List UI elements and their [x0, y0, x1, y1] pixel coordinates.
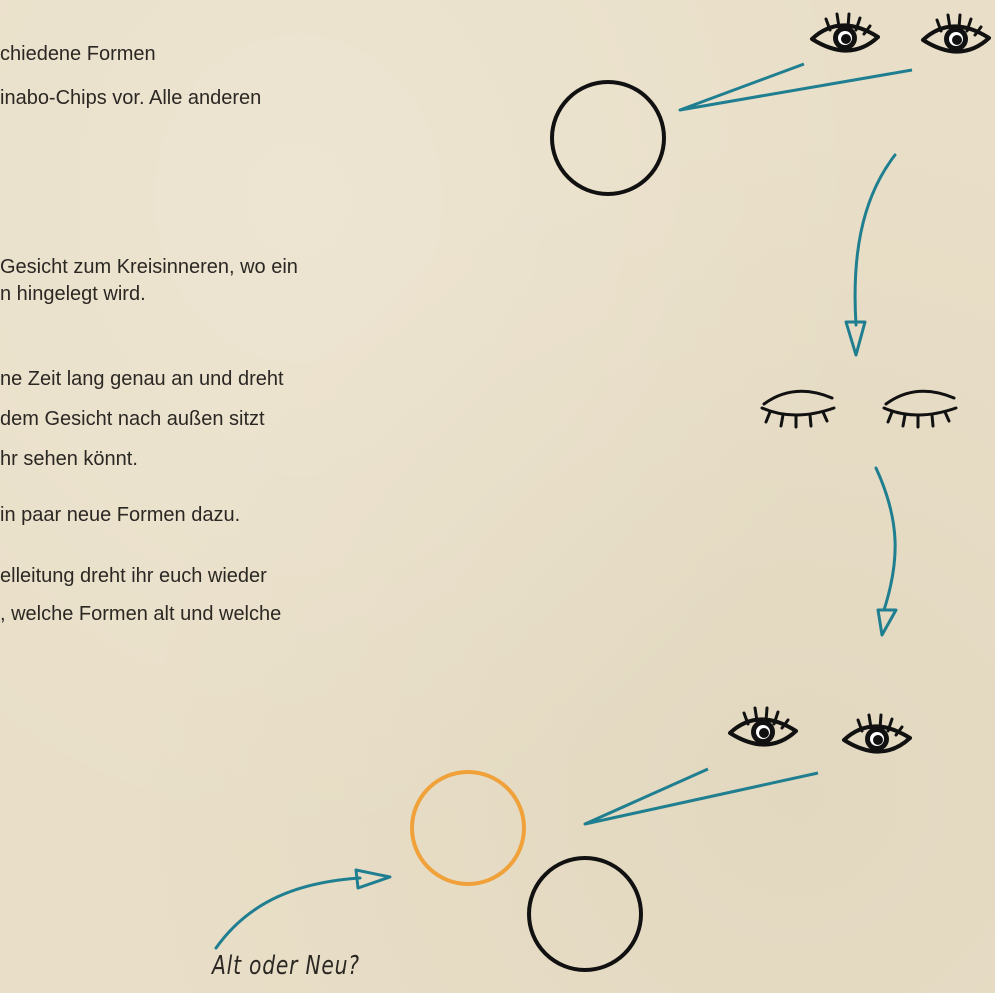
instruction-line-8: in paar neue Formen dazu. — [0, 504, 241, 526]
open-eye-icon — [921, 13, 991, 54]
new-circle-chip-icon — [410, 770, 526, 886]
open-eye-icon — [728, 706, 798, 747]
instruction-line-2: inabo-Chips vor. Alle anderen — [0, 87, 262, 109]
question-label: Alt oder Neu? — [212, 951, 360, 981]
instruction-line-4: n hingelegt wird. — [0, 283, 146, 305]
sight-line-arrow — [678, 62, 913, 112]
instruction-line-9: elleitung dreht ihr euch wieder — [0, 565, 267, 587]
arrow-icon — [874, 466, 897, 612]
arrowhead-icon — [844, 320, 867, 357]
instruction-line-6: dem Gesicht nach außen sitzt — [0, 408, 265, 430]
circle-chip-icon — [527, 856, 643, 972]
sight-line-arrow — [583, 767, 819, 826]
instruction-line-3: Gesicht zum Kreisinneren, wo ein — [0, 256, 298, 278]
closed-eye-icon — [760, 389, 836, 429]
open-eye-icon — [810, 12, 880, 53]
arrow-icon — [214, 876, 362, 950]
arrowhead-icon — [354, 868, 392, 890]
instruction-line-5: ne Zeit lang genau an und dreht — [0, 368, 284, 390]
instruction-line-10: , welche Formen alt und welche — [0, 603, 282, 625]
arrow-icon — [853, 153, 897, 327]
arrowhead-icon — [876, 608, 898, 637]
closed-eye-icon — [882, 389, 958, 429]
circle-chip-icon — [550, 80, 666, 196]
open-eye-icon — [842, 713, 912, 754]
instruction-line-7: hr sehen könnt. — [0, 448, 138, 470]
instruction-line-1: chiedene Formen — [0, 43, 156, 65]
